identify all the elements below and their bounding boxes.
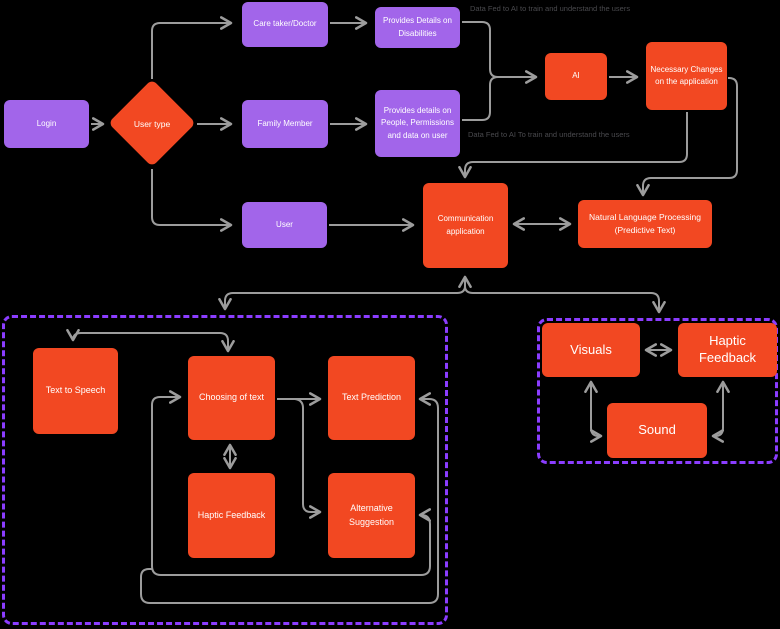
node-ai: AI <box>545 53 607 100</box>
node-haptic-feedback-left: Haptic Feedback <box>188 473 275 558</box>
node-visuals: Visuals <box>542 323 640 377</box>
annotation-data-fed-bottom: Data Fed to AI To train and understand t… <box>468 130 630 139</box>
group-feedback-modalities <box>537 318 778 464</box>
node-communication-app: Communication application <box>423 183 508 268</box>
node-provides-people: Provides details on People, Permissions … <box>375 90 460 157</box>
node-user: User <box>242 202 327 248</box>
node-text-to-speech: Text to Speech <box>33 348 118 434</box>
node-sound: Sound <box>607 403 707 458</box>
node-family-member: Family Member <box>242 100 328 148</box>
node-nlp: Natural Language Processing (Predictive … <box>578 200 712 248</box>
node-user-type: User type <box>108 79 196 168</box>
node-text-prediction: Text Prediction <box>328 356 415 440</box>
node-necessary-changes: Necessary Changes on the application <box>646 42 727 110</box>
node-login: Login <box>4 100 89 148</box>
group-text-interaction <box>2 315 448 625</box>
annotation-data-fed-top: Data Fed to AI to train and understand t… <box>470 4 631 13</box>
node-care-taker: Care taker/Doctor <box>242 2 328 47</box>
node-alternative-suggestion: Alternative Suggestion <box>328 473 415 558</box>
node-choosing-of-text: Choosing of text <box>188 356 275 440</box>
node-haptic-feedback-right: Haptic Feedback <box>678 323 777 377</box>
user-type-label: User type <box>133 119 171 129</box>
node-provides-disabilities: Provides Details on Disabilities <box>375 7 460 48</box>
